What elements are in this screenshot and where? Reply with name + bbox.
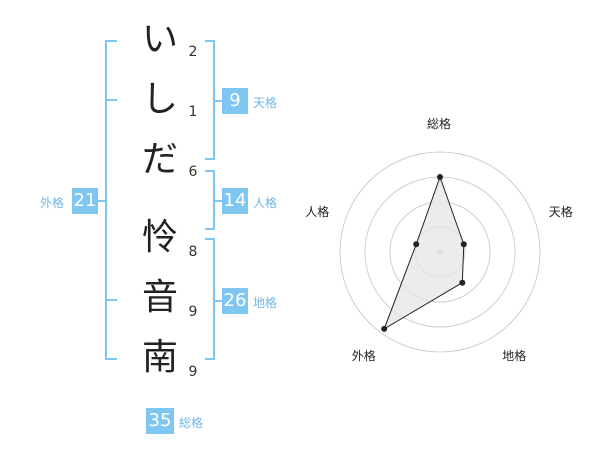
tenkaku-bracket-vertical	[213, 40, 215, 160]
stroke-count-1: 2	[188, 44, 198, 60]
radar-point-1	[437, 174, 443, 180]
gaikaku-bracket-top	[105, 40, 117, 42]
name-char-3: だ	[141, 139, 178, 180]
jinkaku-bracket-vertical	[213, 170, 215, 230]
name-char-6: 南	[141, 337, 178, 378]
jinkaku-label: 人格	[253, 196, 278, 210]
radar-axis-label-3: 地格	[502, 348, 527, 363]
radar-axis-label-2: 天格	[548, 205, 573, 220]
radar-axis-label-5: 人格	[305, 205, 330, 220]
radar-value-polygon	[383, 175, 465, 331]
stroke-count-5: 9	[188, 304, 198, 320]
chikaku-bracket-arm	[215, 300, 222, 302]
tenkaku-badge: 9	[222, 88, 248, 114]
jinkaku-bracket-arm	[215, 200, 222, 202]
name-char-4: 怜	[141, 217, 178, 258]
gaikaku-bracket-bottom	[105, 358, 117, 360]
radar-axis-label-1: 総格	[427, 117, 452, 131]
radar-axis-label-4: 外格	[351, 348, 376, 363]
stroke-count-6: 9	[188, 364, 198, 380]
stroke-count-4: 8	[188, 244, 198, 260]
gaikaku-bracket-tick-upper	[105, 99, 117, 101]
tenkaku-bracket-bottom	[205, 158, 215, 160]
chikaku-label: 地格	[253, 296, 278, 310]
jinkaku-badge: 14	[222, 188, 248, 214]
stroke-count-2: 1	[188, 104, 198, 120]
radar-point-5	[413, 241, 420, 248]
gaikaku-bracket-vertical	[105, 40, 107, 360]
gaikaku-bracket-arm	[95, 200, 105, 202]
gaikaku-label: 外格	[40, 196, 65, 210]
radar-point-4	[381, 325, 388, 332]
chikaku-bracket-top	[205, 238, 215, 240]
chikaku-bracket-bottom	[205, 358, 215, 360]
stroke-count-3: 6	[188, 164, 198, 180]
radar-point-2	[460, 241, 467, 248]
tenkaku-bracket-arm	[215, 100, 222, 102]
soukaku-label: 総格	[179, 416, 204, 430]
radar-ring-4	[339, 151, 541, 353]
gaikaku-bracket-tick-lower	[105, 299, 117, 301]
chikaku-bracket-vertical	[213, 238, 215, 360]
tenkaku-label: 天格	[253, 96, 278, 110]
tenkaku-bracket-top	[205, 40, 215, 42]
chikaku-badge: 26	[222, 288, 248, 314]
name-char-2: し	[141, 79, 178, 120]
gaikaku-badge: 21	[72, 188, 98, 214]
name-char-5: 音	[141, 277, 178, 318]
jinkaku-bracket-bottom	[205, 228, 215, 230]
name-char-1: い	[141, 19, 178, 60]
jinkaku-bracket-top	[205, 170, 215, 172]
soukaku-badge: 35	[146, 408, 174, 434]
radar-point-3	[459, 279, 466, 286]
